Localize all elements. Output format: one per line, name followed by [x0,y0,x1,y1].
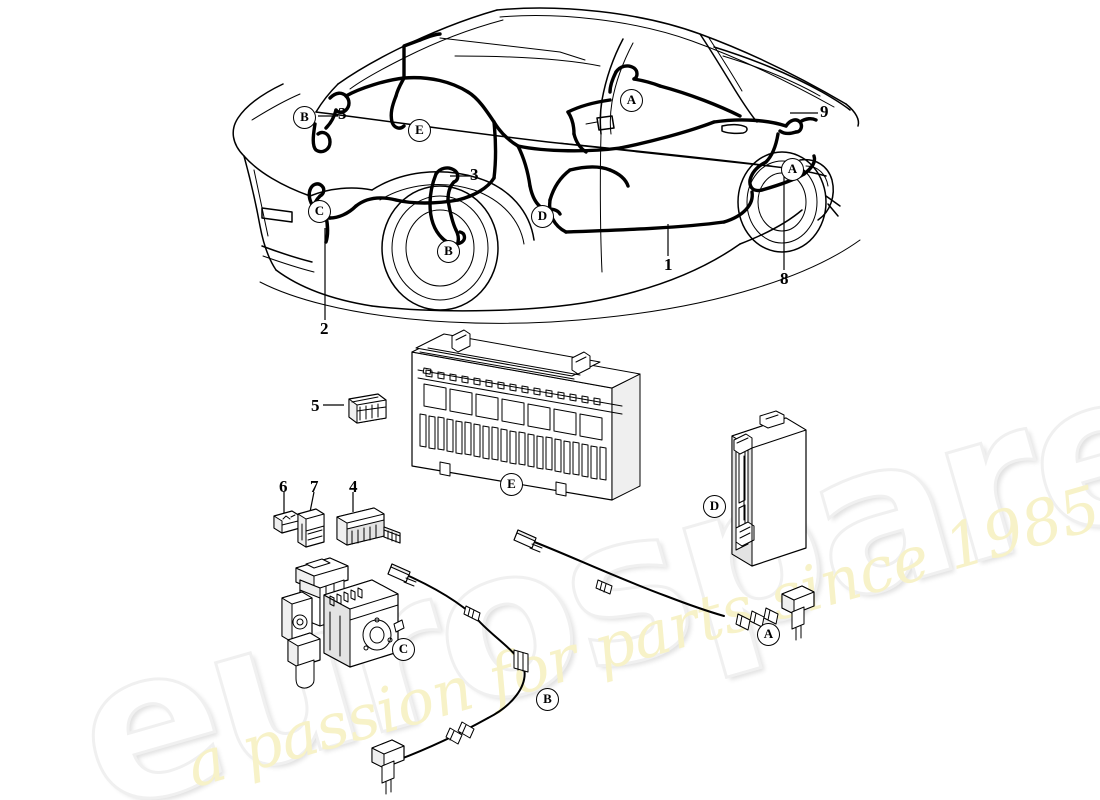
callout-letter-A-rear-wheel: A [781,158,804,181]
callout-letter-B-cable: B [536,688,559,711]
part-D-control-unit [731,410,807,567]
callout-number-2: 2 [320,319,329,338]
callout-number-7: 7 [310,477,319,496]
callout-letter-B-front-wheel: B [437,240,460,263]
callout-letter-B-front-top: B [293,106,316,129]
callout-leaders [283,112,818,514]
part-4-relay [336,507,401,546]
callout-number-5: 5 [311,396,320,415]
callout-number-3-front: 3 [338,104,347,123]
callout-letter-D-bulkhead: D [531,205,554,228]
part-E-relay-fuse-panel [411,329,641,501]
callout-letter-C-front-nose: C [308,200,331,223]
callout-number-6: 6 [279,477,288,496]
part-C-hydraulic-unit [281,557,405,689]
part-5-connector [348,393,387,424]
callout-number-9: 9 [820,102,829,121]
callout-letter-E-panel: E [500,473,523,496]
part-6-clip [273,510,301,534]
callout-number-3-wheel: 3 [470,165,479,184]
callout-letter-A-roof: A [620,89,643,112]
callout-number-4: 4 [349,477,358,496]
callout-letter-A-cable: A [757,623,780,646]
callout-letter-C-hydraulic-unit: C [392,638,415,661]
wiring-harness-routing [307,32,818,246]
callout-number-1: 1 [664,255,673,274]
part-7-bracket [297,508,325,548]
callout-letter-E-cowl: E [408,119,431,142]
car-body-outline [232,7,861,324]
callout-letter-D-control-unit: D [703,495,726,518]
callout-number-8: 8 [780,269,789,288]
part-B-front-sensor-cable [371,563,529,795]
part-A-rear-sensor-cable [513,529,815,641]
